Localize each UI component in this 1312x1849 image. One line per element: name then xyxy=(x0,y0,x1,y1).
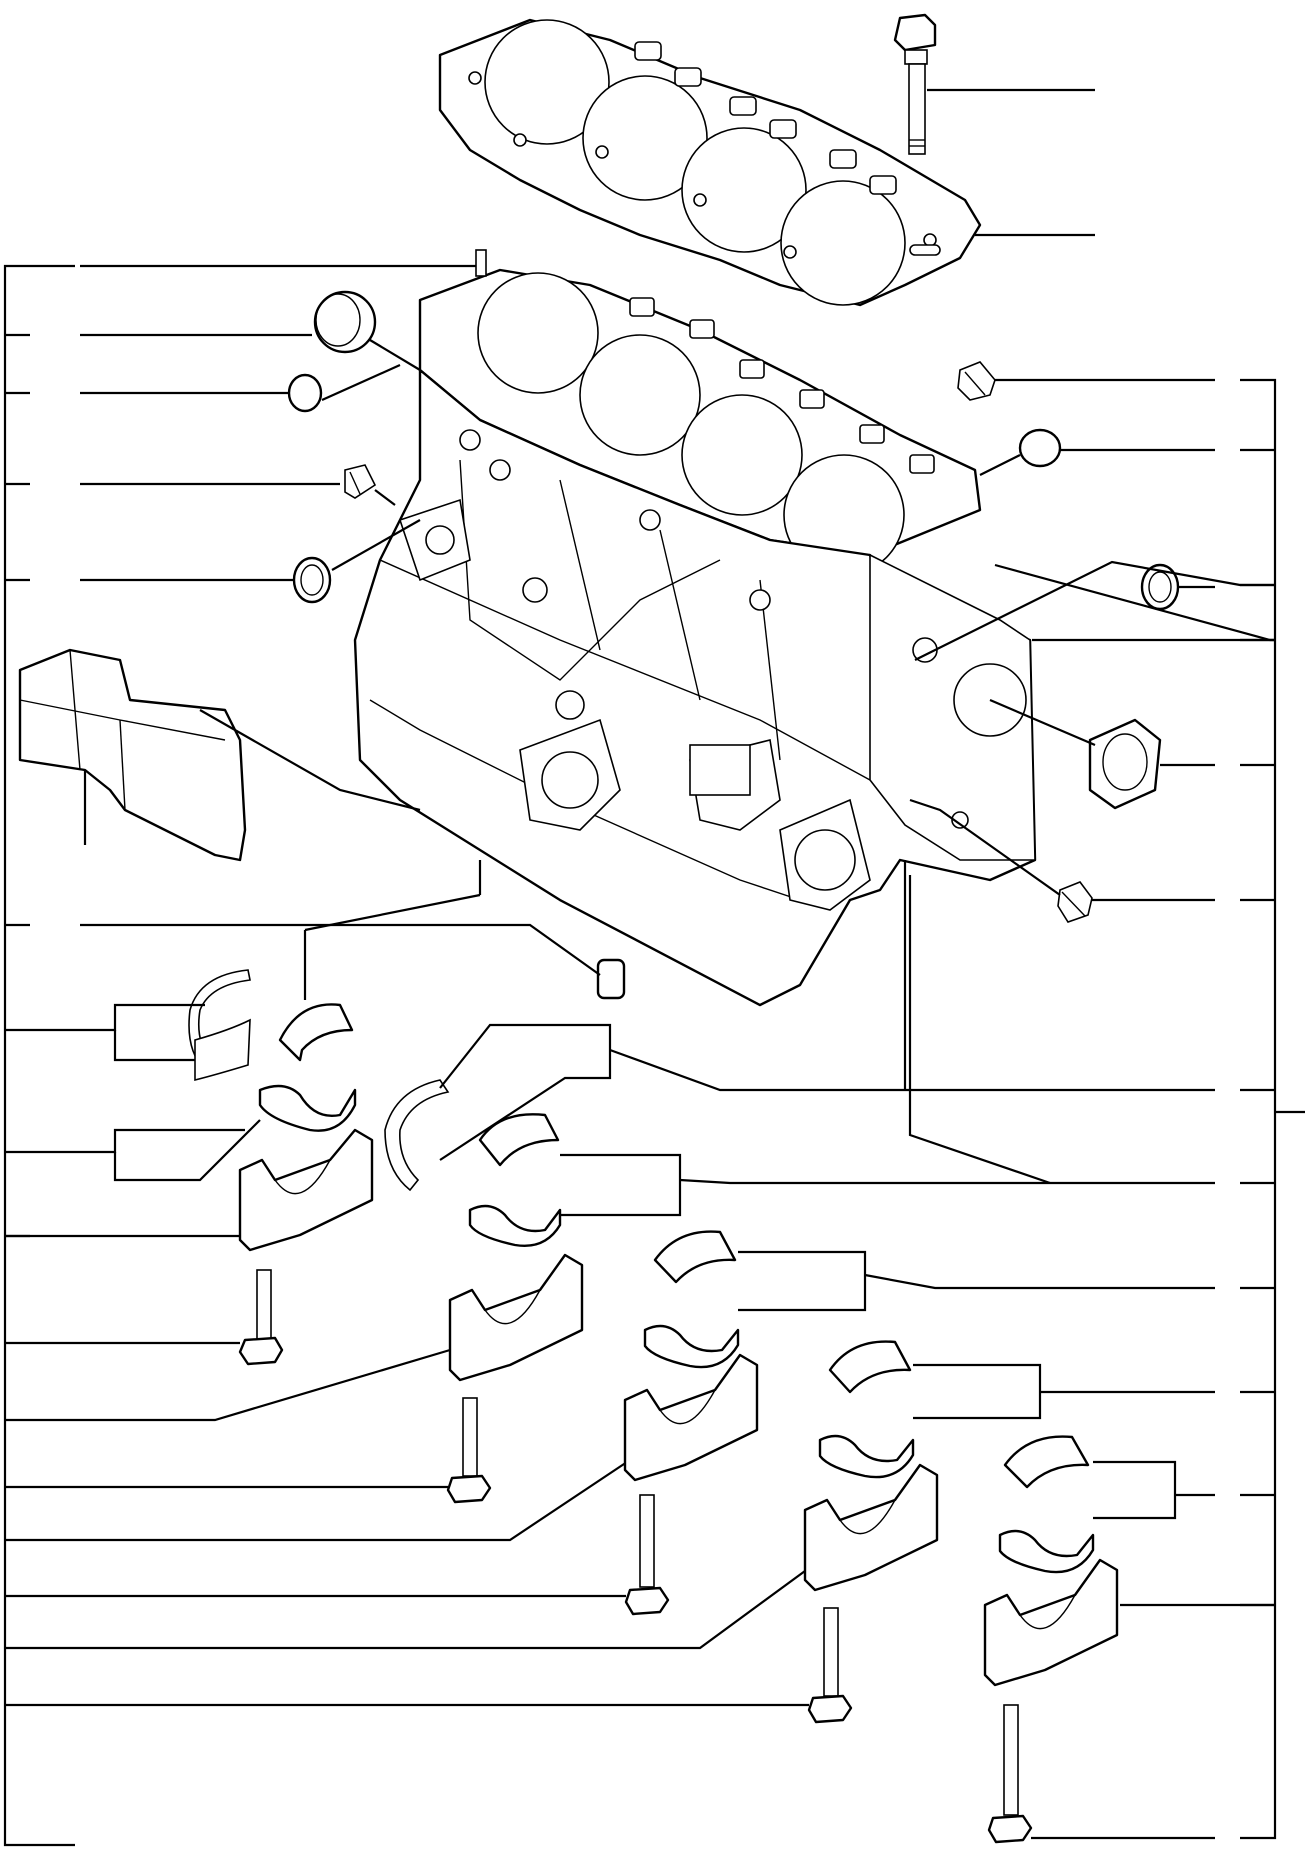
main-bearing-shell-4 xyxy=(818,1340,1215,1479)
main-bearing-cap-3 xyxy=(30,1353,759,1616)
main-bearing-cap-1 xyxy=(30,1128,374,1366)
threaded-plug-right-low xyxy=(909,798,1215,923)
oil-baffle xyxy=(18,648,421,862)
threaded-plug-right-top xyxy=(957,361,1215,401)
main-bearing-cap-2 xyxy=(30,1253,584,1504)
main-bearing-shell-2 xyxy=(468,1113,1215,1247)
camshaft-bushing xyxy=(989,698,1215,810)
threaded-plug-left xyxy=(80,464,396,506)
dowel-sleeve xyxy=(80,860,626,1000)
main-bearing-shell-5 xyxy=(998,1435,1215,1574)
seal-ring-right xyxy=(1140,563,1215,611)
thrust-washer-upper xyxy=(30,969,251,1082)
main-bearing-cap-5 xyxy=(983,1558,1215,1844)
thrust-washer-lower xyxy=(30,1023,1215,1192)
cylinder-block xyxy=(80,249,1037,1007)
main-bearing-cap-4 xyxy=(30,1463,939,1724)
main-bearing-shell-1 xyxy=(258,893,481,1132)
head-gasket xyxy=(438,18,1095,307)
seal-ring-left xyxy=(80,519,421,604)
expansion-plug-small xyxy=(80,363,401,413)
head-bolt xyxy=(893,13,1095,155)
expansion-plug-right xyxy=(979,428,1215,476)
main-bearing-shell-3 xyxy=(643,1230,1215,1369)
expansion-plug-large xyxy=(80,290,421,371)
